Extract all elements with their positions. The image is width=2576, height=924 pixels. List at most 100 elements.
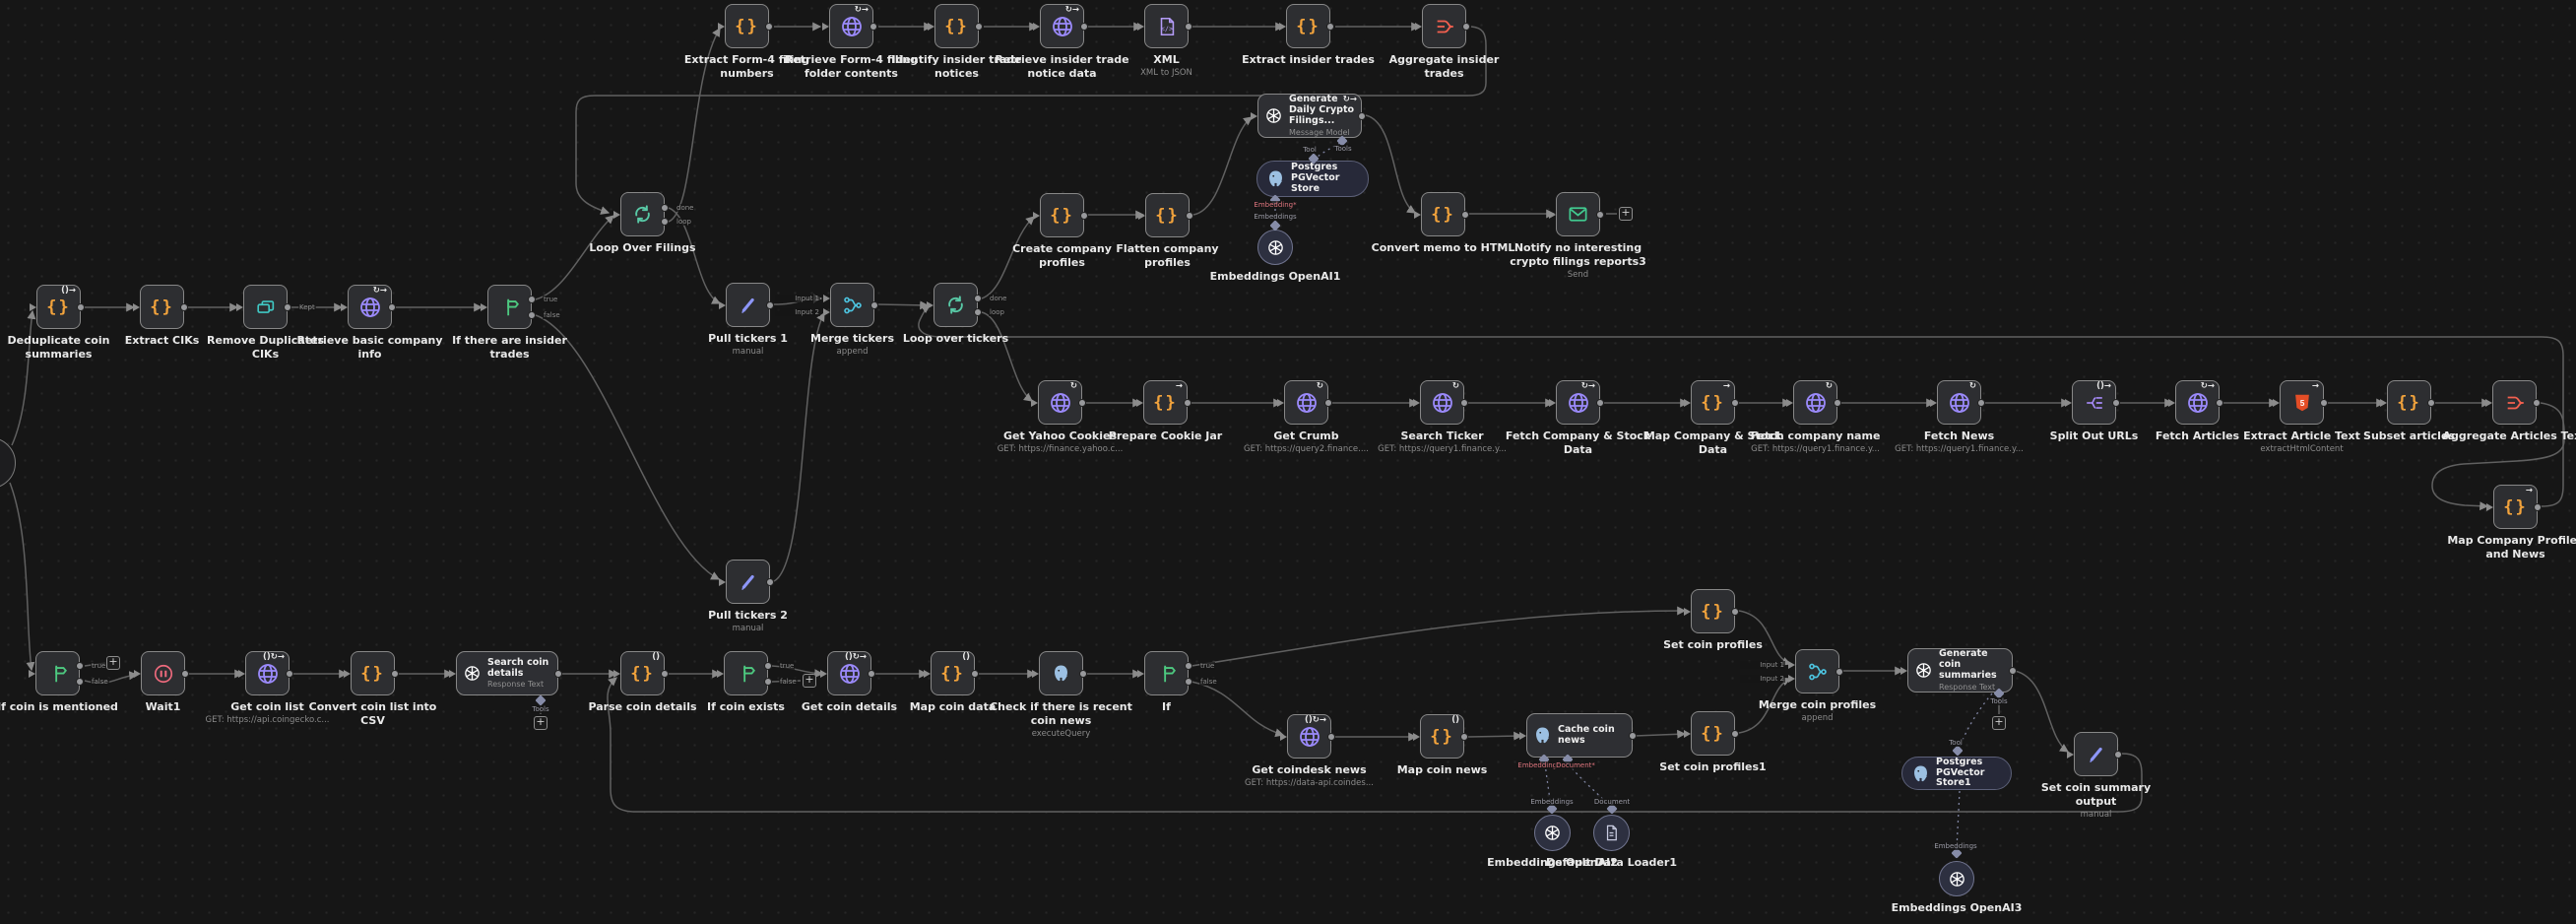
input-port[interactable] bbox=[1413, 398, 1420, 407]
input-port[interactable] bbox=[924, 669, 931, 678]
output-port[interactable] bbox=[1462, 22, 1470, 31]
node-map-company-stock-data[interactable]: →{} bbox=[1684, 380, 1739, 425]
output-port[interactable] bbox=[1185, 22, 1192, 31]
output-port[interactable] bbox=[971, 669, 979, 678]
output-port[interactable] bbox=[554, 669, 562, 678]
output-port[interactable] bbox=[1184, 398, 1191, 407]
node-pull-tickers-2[interactable] bbox=[719, 560, 774, 604]
output-port[interactable] bbox=[2533, 398, 2541, 407]
node-merge-coin-profiles[interactable] bbox=[1788, 649, 1843, 693]
node-fetch-company-name[interactable]: ↻ bbox=[1786, 380, 1841, 425]
output-port[interactable] bbox=[1327, 732, 1335, 741]
output-port[interactable] bbox=[2216, 398, 2223, 407]
node-postgres-pgvector-store[interactable]: Postgres PGVector Store bbox=[1256, 161, 1369, 197]
input-port[interactable] bbox=[1786, 398, 1793, 407]
input-port[interactable] bbox=[1138, 211, 1145, 220]
node-map-coin-data[interactable]: (){} bbox=[924, 651, 979, 695]
node-extract-ciks[interactable]: {} bbox=[133, 285, 188, 329]
input-port[interactable] bbox=[238, 669, 245, 678]
output-port[interactable] bbox=[286, 669, 293, 678]
node-remove-duplicates-ciks[interactable] bbox=[236, 285, 291, 329]
connector-diamond[interactable] bbox=[1952, 745, 1964, 757]
input-port[interactable] bbox=[1251, 111, 1257, 120]
input-port[interactable] bbox=[1031, 398, 1038, 407]
node-if[interactable] bbox=[1137, 651, 1192, 695]
input-port[interactable] bbox=[134, 669, 141, 678]
output-port[interactable] bbox=[661, 203, 669, 212]
output-port[interactable] bbox=[974, 294, 982, 302]
input-port[interactable] bbox=[1549, 210, 1556, 219]
node-get-crumb[interactable]: ↻ bbox=[1277, 380, 1332, 425]
input-port[interactable] bbox=[820, 669, 827, 678]
node-create-company-profiles[interactable]: {} bbox=[1033, 193, 1088, 237]
output-port[interactable] bbox=[766, 577, 774, 586]
add-connection-button[interactable]: + bbox=[1619, 207, 1633, 221]
output-port[interactable] bbox=[1596, 398, 1604, 407]
output-port[interactable] bbox=[1731, 607, 1739, 616]
input-port[interactable] bbox=[1279, 22, 1286, 31]
input-port[interactable] bbox=[236, 302, 243, 311]
node-convert-memo-to-html[interactable]: {} bbox=[1414, 192, 1469, 236]
output-port[interactable] bbox=[2009, 666, 2017, 675]
node-get-yahoo-cookies[interactable]: ↻ bbox=[1031, 380, 1086, 425]
input-port[interactable] bbox=[1684, 398, 1691, 407]
output-port[interactable] bbox=[764, 677, 772, 686]
output-port[interactable] bbox=[1185, 677, 1192, 686]
output-port[interactable] bbox=[391, 669, 399, 678]
node-check-if-there-is-recent-coin-news[interactable] bbox=[1032, 651, 1087, 695]
output-port[interactable] bbox=[1460, 732, 1468, 741]
output-port[interactable] bbox=[2427, 398, 2435, 407]
output-port[interactable] bbox=[869, 22, 877, 31]
input-port[interactable] bbox=[29, 669, 35, 678]
output-port[interactable] bbox=[661, 669, 669, 678]
input-port[interactable] bbox=[1415, 22, 1422, 31]
add-connection-button[interactable]: + bbox=[803, 674, 816, 688]
output-port[interactable] bbox=[1731, 729, 1739, 738]
output-port[interactable] bbox=[1835, 667, 1843, 676]
input-port[interactable] bbox=[2273, 398, 2280, 407]
node-set-coin-profiles[interactable]: {} bbox=[1684, 589, 1739, 633]
output-port[interactable] bbox=[77, 302, 85, 311]
node-retrieve-form4-filing-folder-contents[interactable]: ↻→ bbox=[822, 4, 877, 48]
node-default-data-loader1[interactable] bbox=[1593, 815, 1630, 851]
output-port[interactable] bbox=[1461, 210, 1469, 219]
node-if-there-are-insider-trades[interactable] bbox=[481, 285, 536, 329]
node-pull-tickers-1[interactable] bbox=[719, 283, 774, 327]
input-port[interactable] bbox=[1277, 398, 1284, 407]
input-port[interactable] bbox=[2380, 398, 2387, 407]
connector-diamond[interactable] bbox=[535, 694, 547, 706]
output-port[interactable] bbox=[661, 217, 669, 226]
output-port[interactable] bbox=[1079, 669, 1087, 678]
node-postgres-pgvector-store1[interactable]: Postgres PGVector Store1 bbox=[1901, 757, 2012, 790]
output-port[interactable] bbox=[870, 300, 878, 309]
node-embeddings-openai2[interactable] bbox=[1534, 815, 1571, 851]
node-prepare-cookie-jar[interactable]: →{} bbox=[1136, 380, 1191, 425]
node-aggregate-insider-trades[interactable] bbox=[1415, 4, 1470, 48]
output-port[interactable] bbox=[1326, 22, 1334, 31]
add-connection-button[interactable]: + bbox=[534, 716, 547, 730]
node-flatten-company-profiles[interactable]: {} bbox=[1138, 193, 1193, 237]
input-port[interactable] bbox=[927, 300, 934, 309]
output-port[interactable] bbox=[1731, 398, 1739, 407]
input-port[interactable] bbox=[1788, 674, 1795, 683]
input-port[interactable] bbox=[1280, 732, 1287, 741]
node-aggregate-articles-text[interactable] bbox=[2485, 380, 2541, 425]
input-port[interactable] bbox=[2486, 502, 2493, 511]
input-port[interactable] bbox=[449, 669, 456, 678]
input-port[interactable] bbox=[718, 22, 725, 31]
node-cache-coin-news[interactable]: Cache coin news bbox=[1519, 713, 1637, 758]
node-xml[interactable]: </> bbox=[1137, 4, 1192, 48]
input-port[interactable] bbox=[1032, 669, 1039, 678]
input-port[interactable] bbox=[717, 669, 724, 678]
node-fetch-company-stock-data[interactable]: ↻→ bbox=[1549, 380, 1604, 425]
output-port[interactable] bbox=[1186, 211, 1193, 220]
output-port[interactable] bbox=[1185, 661, 1192, 670]
output-port[interactable] bbox=[528, 310, 536, 319]
input-port[interactable] bbox=[613, 669, 620, 678]
node-get-coin-details[interactable]: ()↻→ bbox=[820, 651, 875, 695]
input-port[interactable] bbox=[1788, 660, 1795, 669]
node-get-coindesk-news[interactable]: ()↻→ bbox=[1280, 714, 1335, 759]
input-port[interactable] bbox=[1684, 607, 1691, 616]
